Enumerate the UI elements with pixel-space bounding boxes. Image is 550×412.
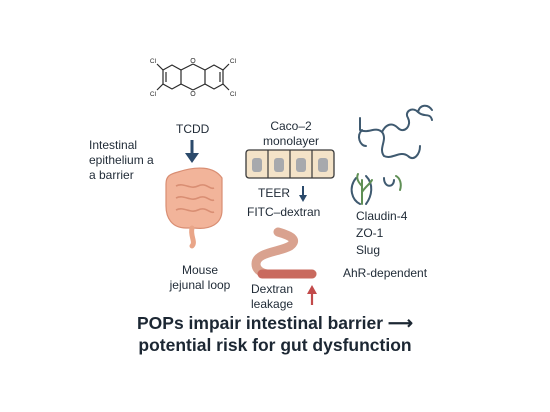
- conclusion-line-1: POPs impair intestinal barrier ⟶: [136, 313, 413, 333]
- oxygen-atom-top: O: [190, 58, 196, 65]
- intestinal-label-line-3: a barrier: [89, 168, 134, 182]
- mouse-label-line-2: jejunal loop: [169, 278, 231, 292]
- down-arrow-icon: [185, 140, 199, 163]
- protein-label-zo1: ZO-1: [356, 226, 384, 240]
- protein-label-claudin: Claudin-4: [356, 209, 408, 223]
- intestine-icon: [165, 167, 223, 249]
- chlorine-atom: Cl: [150, 91, 157, 98]
- caco2-label-line-2: monolayer: [262, 134, 320, 148]
- conclusion-line-2: potential risk for gut dysfunction: [138, 335, 412, 355]
- teer-label: TEER: [258, 186, 291, 200]
- dextran-label-line-2: leakage: [251, 297, 294, 311]
- chlorine-atom: Cl: [150, 58, 157, 65]
- leakage-up-arrow-icon: [307, 285, 317, 305]
- intestinal-label-line-1: Intestinal: [89, 138, 138, 152]
- caco2-label-line-1: Caco–2: [270, 119, 312, 133]
- fitc-dextran-label: FITC–dextran: [247, 205, 321, 219]
- ahr-dependent-label: AhR-dependent: [343, 266, 428, 280]
- oxygen-atom-bottom: O: [190, 91, 196, 98]
- chlorine-atom: Cl: [230, 91, 237, 98]
- caco2-monolayer-icon: [245, 149, 335, 179]
- tcdd-molecule-icon: [156, 63, 230, 91]
- teer-down-arrow-icon: [299, 186, 307, 202]
- protein-label-slug: Slug: [356, 243, 381, 257]
- protein-bundle-icon: [350, 173, 402, 205]
- dextran-label-line-1: Dextran: [251, 282, 294, 296]
- tight-junction-protein-icon: [358, 104, 433, 160]
- intestinal-label-line-2: epithelium a: [89, 153, 154, 167]
- jejunal-loop-icon: [251, 227, 317, 279]
- tcdd-label: TCDD: [176, 122, 210, 136]
- chlorine-atom: Cl: [230, 58, 237, 65]
- mouse-label-line-1: Mouse: [181, 263, 219, 277]
